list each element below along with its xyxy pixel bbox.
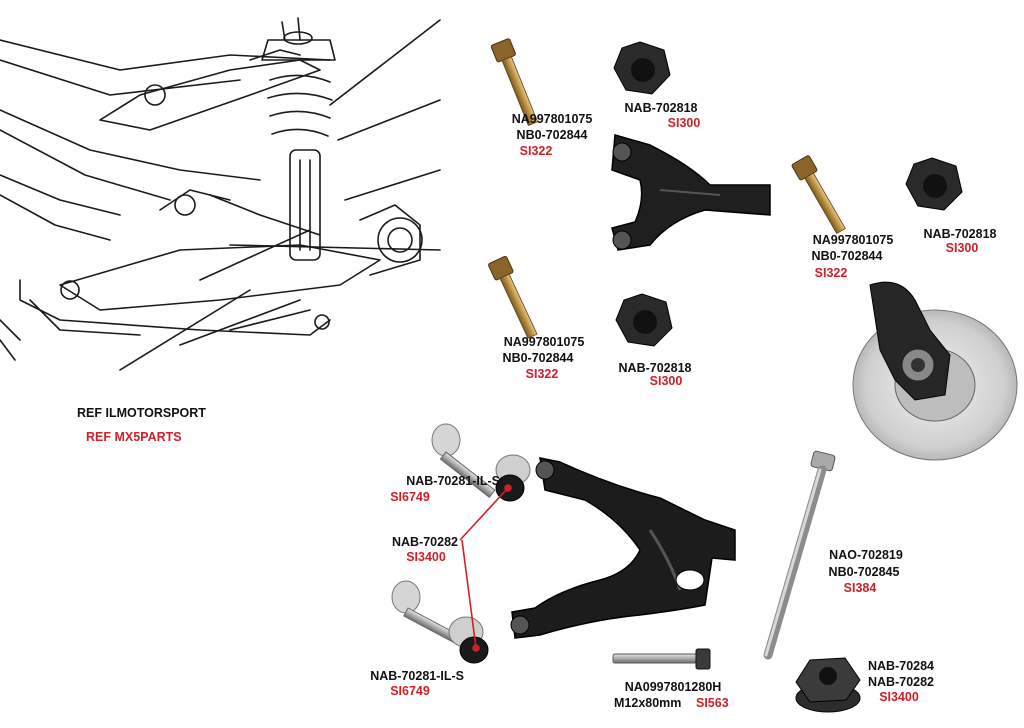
lower-top-bolt-part: NAB-70281-IL-S: [406, 474, 500, 488]
ref-mx5parts: REF MX5PARTS: [86, 430, 182, 444]
bottom-nut-part2: NAB-70282: [867, 675, 935, 689]
mid-left-bolt-part2: NB0-702844: [502, 351, 574, 365]
bottom-flange-nut: [795, 657, 861, 713]
mid-left-nut-ref: SI300: [649, 374, 683, 388]
long-bolt: [763, 450, 836, 660]
lower-washer-part: NAB-70282: [391, 535, 458, 549]
nut-mid-left: [615, 293, 673, 347]
lower-washer-ref: SI3400: [406, 550, 446, 564]
long-bolt-part1: NAO-702819: [829, 548, 903, 562]
eccentric-bolt-top: [431, 423, 531, 502]
hub-knuckle-disc: [852, 281, 1018, 461]
nut-upper-left: [613, 41, 671, 95]
upper-left-nut-part: NAB-702818: [624, 101, 698, 115]
long-bolt-part2: NB0-702845: [828, 565, 900, 579]
upper-right-bolt-part2: NB0-702844: [811, 249, 883, 263]
mid-left-bolt-part1: NA997801075: [503, 335, 585, 349]
small-bolt: [612, 648, 711, 670]
bottom-nut-part1: NAB-70284: [867, 659, 935, 673]
upper-left-bolt-ref: SI322: [519, 144, 553, 158]
mid-left-nut-part: NAB-702818: [618, 361, 692, 375]
suspension-line-drawing: [0, 17, 441, 371]
lower-bottom-bolt-part: NAB-70281-IL-S: [370, 669, 464, 683]
upper-control-arm: [611, 134, 771, 251]
ref-ilmotorsport: REF ILMOTORSPORT: [77, 406, 206, 420]
bottom-nut-ref: SI3400: [879, 690, 919, 704]
upper-right-nut-ref: SI300: [945, 241, 979, 255]
bolt-upper-left: [490, 38, 539, 126]
nut-upper-right: [905, 157, 963, 211]
lower-bottom-bolt-ref: SI6749: [390, 684, 430, 698]
upper-right-nut-part: NAB-702818: [923, 227, 997, 241]
red-pointer-lines: [459, 484, 512, 652]
upper-right-bolt-ref: SI322: [814, 266, 848, 280]
bolt-upper-right: [791, 155, 846, 235]
long-bolt-ref: SI384: [843, 581, 877, 595]
small-bolt-part: NA0997801280H: [624, 680, 722, 694]
bolt-mid-left: [488, 255, 538, 339]
lower-top-bolt-ref: SI6749: [390, 490, 430, 504]
small-bolt-size: M12x80mm: [614, 696, 682, 710]
upper-right-bolt-part1: NA997801075: [812, 233, 894, 247]
upper-left-bolt-part1: NA997801075: [511, 112, 593, 126]
lower-control-arm: [510, 457, 736, 639]
mid-left-bolt-ref: SI322: [525, 367, 559, 381]
small-bolt-ref: SI563: [696, 696, 729, 710]
upper-left-nut-ref: SI300: [667, 116, 701, 130]
upper-left-bolt-part2: NB0-702844: [516, 128, 588, 142]
